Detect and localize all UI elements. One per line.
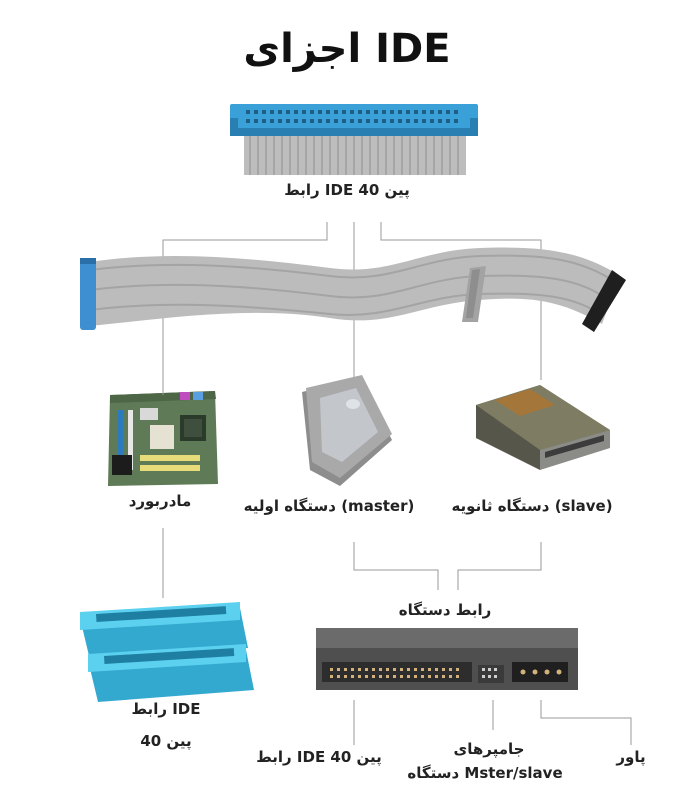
label-slave-device: دستگاه ثانویه (slave) [451,497,613,515]
ide-socket-icon [80,602,254,702]
label-master-device: دستگاه اولیه (master) [243,497,415,515]
label-jumpers-line1: جامپرهای [453,740,525,758]
label-ide-interface-line2: 40 پین [140,732,192,750]
label-motherboard: مادربورد [128,492,192,510]
drive-rear-panel-icon [316,628,578,690]
label-ide-40-pin-bottom: رابط IDE 40 پین [256,748,382,766]
ribbon-cable-icon [80,247,626,332]
page-title: اجزای IDE [243,26,451,72]
label-ide-40-pin-top: رابط IDE 40 پین [284,181,410,199]
hard-drive-icon [302,375,392,486]
label-power: پاور [616,748,646,766]
bottom-pointer-lines [353,700,632,745]
optical-drive-icon [476,385,610,470]
label-device-interface: رابط دستگاه [398,601,492,619]
motherboard-icon [108,385,218,486]
ide-connector-icon [230,104,478,175]
device-connector-lines [162,528,542,598]
label-ide-interface-line1: رابط IDE [131,700,201,718]
label-jumpers-line2: دستگاه Mster/slave [407,764,563,782]
